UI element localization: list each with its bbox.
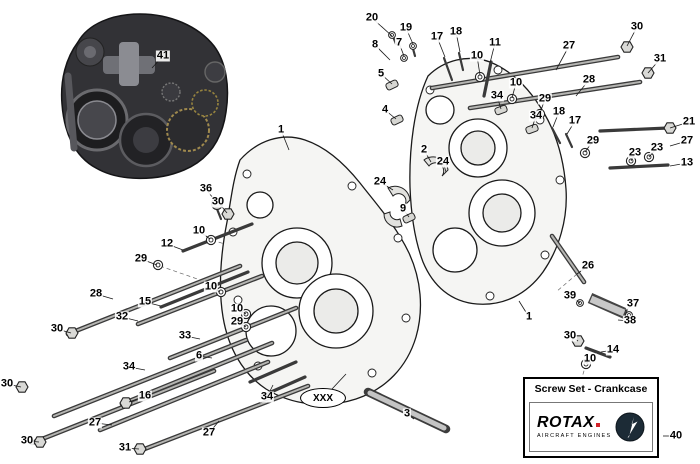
- brp-logo-icon: [615, 412, 645, 442]
- title-box: Screw Set - Crankcase ROTAX AIRCRAFT ENG…: [523, 377, 659, 458]
- rotax-wordmark: ROTAX: [537, 414, 595, 431]
- brand-panel: ROTAX AIRCRAFT ENGINES: [529, 402, 653, 452]
- plate-oval-leader: [331, 373, 347, 390]
- plate-number-oval: XXX: [300, 388, 346, 408]
- plate-title: Screw Set - Crankcase: [534, 383, 648, 395]
- rotax-logo: ROTAX AIRCRAFT ENGINES: [537, 414, 612, 440]
- rotax-subtitle: AIRCRAFT ENGINES: [537, 433, 612, 439]
- rotax-red-dot-icon: [596, 423, 601, 427]
- crankcase-halves: [219, 57, 567, 406]
- engine-photo: [60, 13, 229, 180]
- plate-number-text: XXX: [312, 392, 333, 404]
